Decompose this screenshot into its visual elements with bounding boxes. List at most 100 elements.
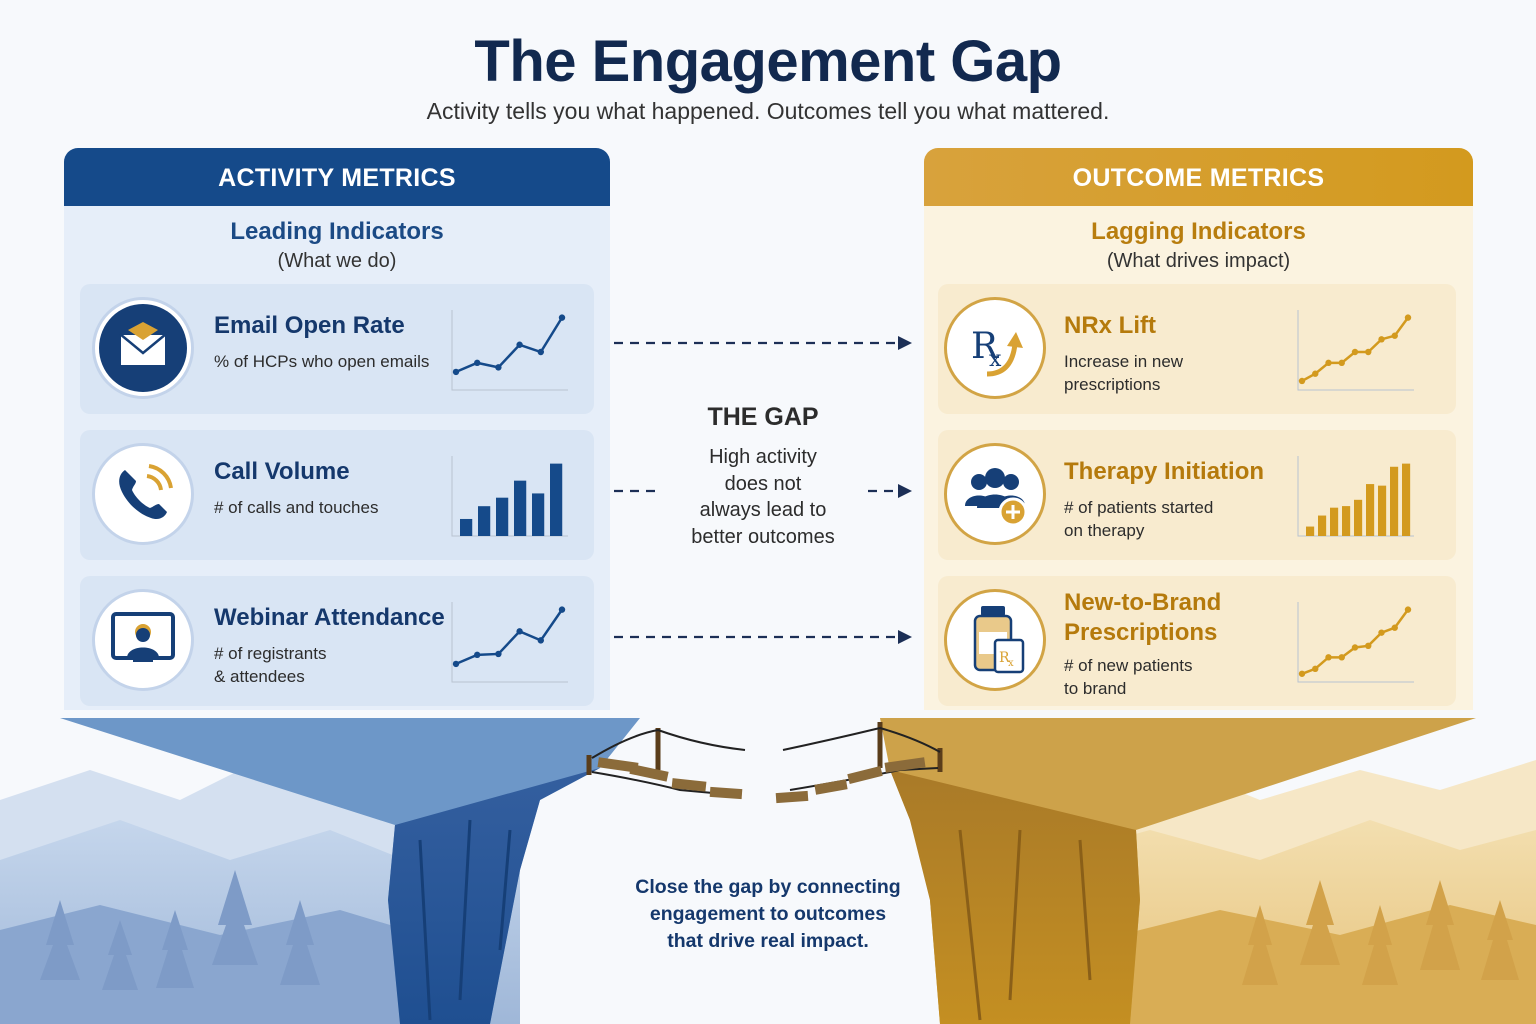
chart-point	[1404, 314, 1412, 321]
chart-point	[537, 637, 544, 644]
chart-point	[495, 364, 502, 371]
chart-point	[1365, 348, 1372, 356]
mini-chart	[451, 456, 568, 537]
chart-bar	[1378, 485, 1387, 536]
chart-point	[516, 628, 523, 635]
chart-point	[558, 606, 566, 613]
lagging-indicators-subtitle: (What drives impact)	[1106, 250, 1291, 272]
chart-bar	[1366, 484, 1375, 536]
chart-point	[1391, 624, 1398, 631]
metric-card-nrx-lift: R x NRx Lift Increase in new prescriptio…	[938, 284, 1456, 414]
chart-point	[537, 348, 544, 356]
mini-chart	[1297, 602, 1414, 683]
chart-bar	[532, 493, 545, 536]
chart-point	[1298, 670, 1306, 677]
chart-point	[474, 359, 481, 367]
outcome-metrics-panel: OUTCOME METRICS Lagging Indicators (What…	[924, 148, 1473, 710]
metric-title: Webinar Attendance	[214, 604, 445, 631]
chart-point	[1325, 359, 1332, 367]
chart-bar	[1402, 463, 1411, 536]
chart-axis	[1297, 456, 1414, 537]
chart-point	[1338, 654, 1345, 661]
metric-description: # of new patients to brand	[1064, 656, 1193, 698]
mini-chart	[451, 602, 568, 683]
chart-point	[1312, 665, 1319, 673]
metric-description: # of patients started on therapy	[1064, 498, 1214, 540]
chart-point	[1338, 359, 1345, 367]
closing-message: Close the gap by connecting engagement t…	[635, 876, 901, 952]
chart-point	[1378, 629, 1385, 636]
chart-axis	[451, 310, 568, 391]
chart-point	[452, 660, 460, 668]
chart-bar	[550, 463, 563, 536]
chart-bar	[1342, 506, 1351, 536]
chart-bar	[1330, 507, 1339, 536]
rx-lift-icon: R x	[944, 297, 1046, 399]
left-mountains	[0, 760, 520, 1024]
patients-icon	[944, 443, 1046, 545]
right-mountains	[1040, 760, 1536, 1024]
chart-point	[1404, 606, 1412, 613]
metric-card-email-open-rate: Email Open Rate % of HCPs who open email…	[80, 284, 594, 414]
chart-bar	[478, 506, 491, 536]
mini-chart	[1297, 456, 1414, 537]
chart-point	[1312, 370, 1319, 377]
chart-point	[1325, 654, 1332, 661]
metric-description: Increase in new prescriptions	[1064, 352, 1184, 394]
chart-point	[1391, 332, 1398, 339]
left-cliff	[60, 718, 640, 1024]
broken-bridge	[586, 722, 943, 804]
gap-arrows	[614, 336, 912, 644]
activity-metrics-heading: ACTIVITY METRICS	[64, 148, 610, 206]
chart-bar	[1390, 466, 1399, 536]
metric-title: Call Volume	[214, 458, 350, 485]
webinar-icon	[92, 589, 194, 691]
activity-metrics-panel: ACTIVITY METRICS Leading Indicators (Wha…	[64, 148, 610, 710]
envelope-icon	[92, 297, 194, 399]
svg-text:x: x	[989, 347, 1002, 372]
metric-card-webinar-attendance: Webinar Attendance # of registrants & at…	[80, 576, 594, 706]
prescription-bottle-icon: R x	[944, 589, 1046, 691]
chart-line	[455, 316, 564, 374]
metric-description: # of calls and touches	[214, 498, 379, 517]
metric-title: Email Open Rate	[214, 312, 405, 339]
metric-card-therapy-initiation: Therapy Initiation # of patients started…	[938, 430, 1456, 560]
metric-title: Therapy Initiation	[1064, 458, 1265, 485]
chart-bar	[1354, 499, 1363, 536]
chart-point	[1298, 377, 1306, 385]
chart-bar	[514, 480, 527, 536]
page-title: The Engagement Gap	[474, 29, 1062, 94]
metric-description: % of HCPs who open emails	[214, 352, 430, 371]
chart-bar	[1318, 515, 1327, 536]
chart-point	[452, 368, 460, 376]
mini-chart	[1297, 310, 1414, 391]
metric-card-call-volume: Call Volume # of calls and touches	[80, 430, 594, 560]
chart-point	[1365, 642, 1372, 650]
chart-point	[1351, 644, 1359, 651]
right-cliff	[880, 718, 1476, 1024]
gap-title: THE GAP	[707, 403, 819, 431]
chart-axis	[1297, 602, 1414, 683]
chart-bar	[460, 518, 473, 536]
mini-chart	[451, 310, 568, 391]
chart-point	[474, 651, 481, 659]
chart-point	[495, 650, 502, 658]
chart-line	[455, 608, 564, 666]
chart-point	[516, 341, 523, 348]
gap-text: High activity does not always lead to be…	[691, 446, 835, 548]
chart-bar	[496, 497, 509, 536]
lagging-indicators-title: Lagging Indicators	[1091, 218, 1306, 245]
chart-line	[1301, 608, 1410, 675]
outcome-metrics-heading: OUTCOME METRICS	[924, 148, 1473, 206]
metric-title: New-to-Brand Prescriptions	[1064, 589, 1222, 646]
page-subtitle: Activity tells you what happened. Outcom…	[426, 98, 1110, 124]
chart-point	[1378, 336, 1385, 343]
chart-point	[1351, 348, 1359, 356]
leading-indicators-subtitle: (What we do)	[277, 250, 397, 272]
phone-icon	[92, 443, 194, 545]
metric-title: NRx Lift	[1064, 312, 1156, 339]
svg-text:R: R	[971, 326, 999, 367]
svg-text:x: x	[1008, 658, 1014, 669]
chart-axis	[451, 602, 568, 683]
